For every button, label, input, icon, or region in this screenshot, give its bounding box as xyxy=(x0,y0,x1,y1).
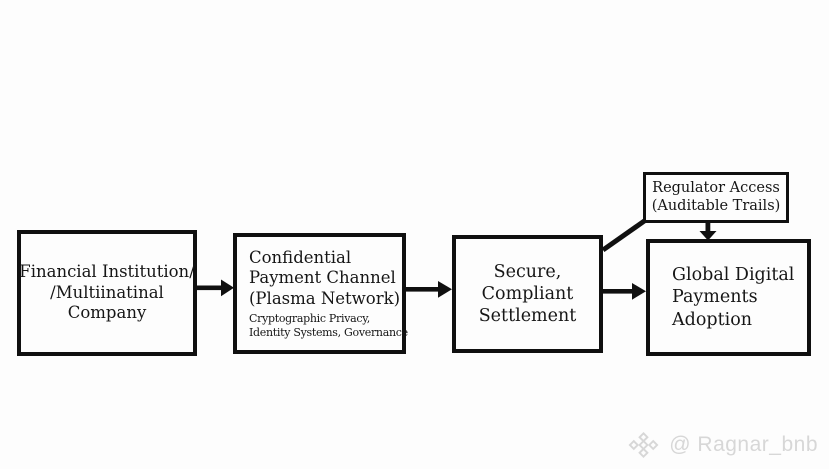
node-financial-institution: Financial Institution/ /Multiinatinal Co… xyxy=(17,230,197,356)
node-text-line: Company xyxy=(67,303,147,323)
node-subtext-line: Identity Systems, Governance xyxy=(249,325,408,339)
node-global-digital-payments-adoption: Global Digital Payments Adoption xyxy=(646,239,811,356)
node-text-line: Payment Channel xyxy=(249,268,396,288)
watermark: @ Ragnar_bnb xyxy=(627,430,818,460)
node-text-line: Regulator Access xyxy=(652,180,780,196)
node-text-line: Payments xyxy=(672,287,758,308)
line-settlement-to-regulator xyxy=(601,218,647,253)
node-regulator-access: Regulator Access (Auditable Trails) xyxy=(643,172,789,223)
watermark-handle: @ Ragnar_bnb xyxy=(669,433,818,456)
node-confidential-payment-channel: Confidential Payment Channel (Plasma Net… xyxy=(233,233,408,354)
node-text-line: (Auditable Trails) xyxy=(651,197,781,214)
node-text-line: Settlement xyxy=(478,306,577,326)
arrow-channel-to-settlement xyxy=(406,281,452,298)
node-text-line: Financial Institution/ xyxy=(19,262,195,282)
node-text-line: Confidential xyxy=(249,247,352,267)
node-text-line: Secure, xyxy=(493,262,562,282)
binance-diamond-logo-icon xyxy=(627,430,660,460)
node-text-line: Compliant xyxy=(481,284,574,304)
arrow-settlement-to-adoption xyxy=(603,283,646,300)
node-text-line: (Plasma Network) xyxy=(249,288,401,308)
arrow-regulator-to-adoption xyxy=(699,222,717,241)
node-secure-compliant-settlement: Secure, Compliant Settlement xyxy=(452,235,603,353)
arrow-financial-to-channel xyxy=(197,279,234,297)
node-subtext-line: Cryptographic Privacy, xyxy=(249,312,370,326)
node-text-line: Adoption xyxy=(672,309,753,330)
node-text-line: /Multiinatinal xyxy=(50,282,164,302)
node-text-line: Global Digital xyxy=(672,264,795,285)
